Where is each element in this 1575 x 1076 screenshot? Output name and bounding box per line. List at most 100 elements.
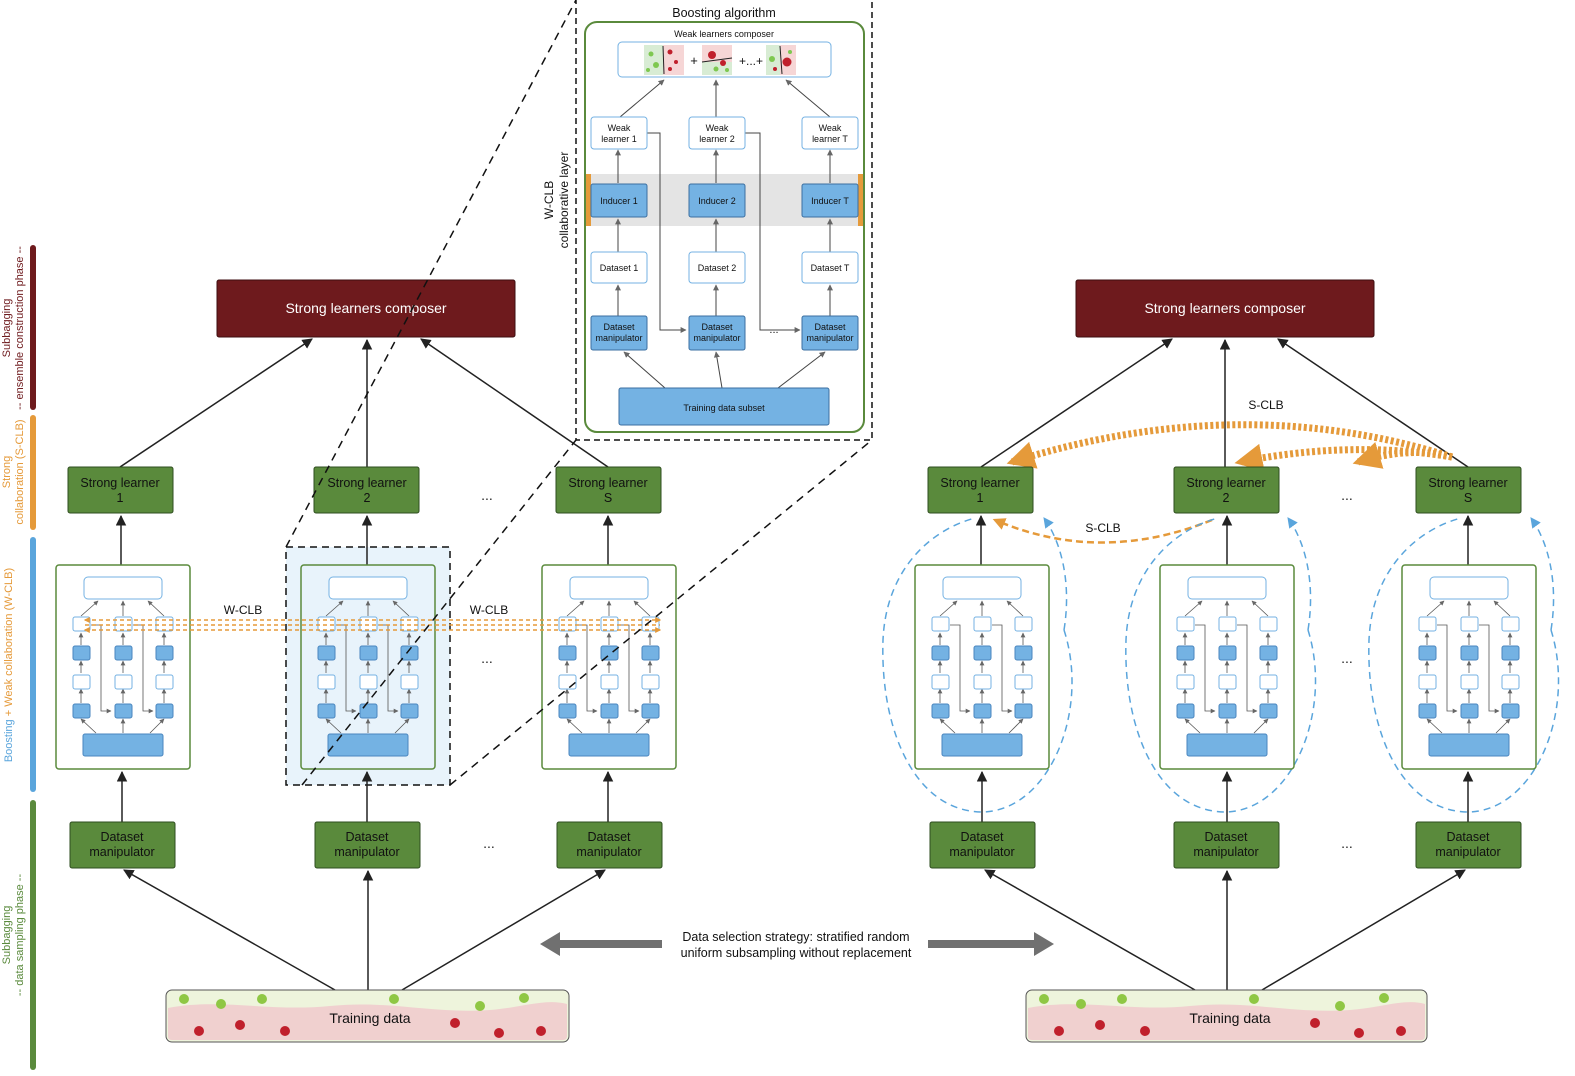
strategy: Data selection strategy: stratified rand… [540,930,1054,960]
right-dataset-manipulator-s [1415,821,1522,869]
left-ellipsis-manipulators: ... [483,835,495,851]
zoom-lines [285,0,873,786]
left-training-label: Training data [329,1010,410,1026]
composer-plus: + [690,53,698,68]
phase-strong-line2: collaboration (S-CLB) [14,419,26,524]
left-dm1-line1: Dataset [100,830,144,844]
inset-manipulator-t [801,315,859,351]
phase-strong-line1: Strong [1,456,13,488]
right-sl1-line1: Strong learner [940,476,1019,490]
right-dm2-line1: Dataset [1204,830,1248,844]
right-training-data: Training data [1025,989,1428,1043]
left-dm3-line2: manipulator [576,845,641,859]
wl2-line2: learner 2 [699,134,735,144]
training-subset-label: Training data subset [683,403,765,413]
composer-plus-dots: +...+ [739,54,763,68]
phase-sampling-line2: -- data sampling phase -- [14,874,26,997]
right-boosting-block-s [1402,565,1536,769]
boosting-title: Boosting algorithm [672,6,776,20]
composer-thumb-2 [701,45,733,75]
dataset-t-label: Dataset T [811,263,850,273]
right-sl2-line1: Strong learner [1186,476,1265,490]
left-boosting-block-s [542,565,676,769]
inducer-2 [688,183,746,218]
inset-manipulator-1 [590,315,648,351]
im1-line2: manipulator [595,333,642,343]
right-ellipsis-learners: ... [1341,487,1353,503]
left-dataset-manipulator-s [556,821,663,869]
left-wclb-label-2: W-CLB [470,603,508,617]
inducer-t [801,183,859,218]
right-diagram: Strong learners composer S-CLB S-CLB Str… [882,279,1560,1043]
right-sl2-line2: 2 [1223,491,1230,505]
composer-thumb-1 [644,45,684,75]
left-dm2-line1: Dataset [345,830,389,844]
inducer-2-label: Inducer 2 [698,196,736,206]
right-training-label: Training data [1189,1010,1270,1026]
right-dm1-line2: manipulator [949,845,1014,859]
inset-manipulator-2 [688,315,746,351]
right-dm1-line1: Dataset [960,830,1004,844]
inducer-1-label: Inducer 1 [600,196,638,206]
inducer-1 [590,183,648,218]
wl2-line1: Weak [706,123,729,133]
right-dataset-manipulator-2 [1173,821,1280,869]
wl1-line1: Weak [608,123,631,133]
im2-line2: manipulator [693,333,740,343]
dataset-2-label: Dataset 2 [698,263,737,273]
im2-line1: Dataset [701,322,733,332]
dataset-1 [590,251,648,284]
im1-line1: Dataset [603,322,635,332]
left-strong-learner-1 [67,466,174,514]
phase-ensemble-line1: Subbagging [1,299,13,358]
right-boosting-block-2 [1160,565,1294,769]
right-strong-learner-1 [927,466,1034,514]
dataset-t [801,251,859,284]
dataset-2 [688,251,746,284]
left-dm1-line2: manipulator [89,845,154,859]
imt-line1: Dataset [814,322,846,332]
right-sl1-line2: 1 [977,491,984,505]
right-ellipsis-blocks: ... [1341,650,1353,666]
phase-boosting-weak: Boosting + Weak collaboration (W-CLB) [3,568,15,762]
wlt-line2: learner T [812,134,848,144]
weak-learner-2 [688,116,746,150]
wl1-line2: learner 1 [601,134,637,144]
left-strong-learner-2 [313,466,420,514]
left-sl1-line1: Strong learner [80,476,159,490]
right-ellipsis-manipulators: ... [1341,835,1353,851]
sclb-arrows [1006,421,1454,472]
phase-ensemble-line2: -- ensemble construction phase -- [14,246,26,410]
inducer-t-label: Inducer T [811,196,849,206]
phase-sampling-line1: Subbagging [1,906,13,965]
right-dm3-line2: manipulator [1435,845,1500,859]
right-strong-learner-s [1415,466,1522,514]
left-sl3-line1: Strong learner [568,476,647,490]
strategy-line2: uniform subsampling without replacement [681,946,912,960]
left-sl3-line2: S [604,491,612,505]
composer-thumb-3 [766,45,796,75]
sclb-label-bottom: S-CLB [1085,521,1120,535]
left-training-data: Training data [165,989,570,1043]
training-data-subset [618,387,830,426]
sclb-label-top: S-CLB [1248,398,1283,412]
left-wclb-label-1: W-CLB [224,603,262,617]
phase-strip [30,245,36,1070]
right-strong-composer [1075,279,1375,338]
left-dm2-line2: manipulator [334,845,399,859]
boosting-dots: ... [769,324,778,336]
left-sl2-line1: Strong learner [327,476,406,490]
right-sl3-line2: S [1464,491,1472,505]
right-composer-label: Strong learners composer [1144,300,1305,316]
left-sl1-line2: 1 [117,491,124,505]
left-dataset-manipulator-2 [314,821,421,869]
left-diagram: Strong learners composer Strong learner … [56,279,676,1043]
wclb-layer-line1: W-CLB [542,181,556,219]
left-dm3-line1: Dataset [587,830,631,844]
left-strong-composer [216,279,516,338]
weak-learner-t [801,116,859,150]
phase-boosting-part: Boosting [3,719,15,762]
right-boosting-block-1 [915,565,1049,769]
left-ellipsis-blocks: ... [481,650,493,666]
right-sl3-line1: Strong learner [1428,476,1507,490]
